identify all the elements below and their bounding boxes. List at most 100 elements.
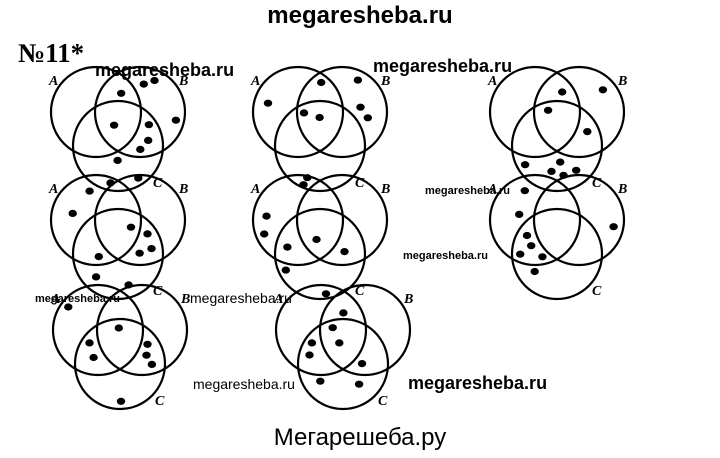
set-circle-a <box>51 283 145 377</box>
element-dot <box>583 128 592 136</box>
element-dot <box>299 181 308 189</box>
element-dot <box>147 245 156 253</box>
element-dot <box>328 324 337 332</box>
set-circle-b <box>95 283 189 377</box>
element-dot <box>340 248 349 256</box>
watermark: megaresheba.ru <box>190 290 292 306</box>
set-label-a: A <box>273 292 283 307</box>
watermark: megaresheba.ru <box>193 376 295 392</box>
element-dot <box>85 339 94 347</box>
set-circle-c <box>510 207 604 301</box>
set-label-b: B <box>180 292 190 307</box>
element-dot <box>520 187 529 195</box>
set-label-c: C <box>153 284 163 299</box>
element-dot <box>283 243 292 251</box>
set-circle-a <box>49 173 143 267</box>
set-label-b: B <box>380 182 390 197</box>
set-label-b: B <box>617 182 627 197</box>
set-circle-a <box>274 283 368 377</box>
watermark: megaresheba.ru <box>408 373 548 393</box>
venn-diagram: A B C <box>250 65 390 193</box>
element-dot <box>354 380 364 388</box>
set-label-c: C <box>153 176 163 191</box>
element-dot <box>114 324 124 332</box>
set-label-c: C <box>378 394 388 409</box>
element-dot <box>572 166 581 174</box>
element-dot <box>116 397 126 405</box>
set-circle-a <box>251 65 345 159</box>
set-label-a: A <box>250 182 260 197</box>
element-dot <box>516 250 525 258</box>
element-dot <box>143 230 152 238</box>
element-dot <box>558 88 567 96</box>
element-dot <box>315 113 324 122</box>
venn-diagram: A B C <box>50 283 190 411</box>
element-dot <box>307 339 317 347</box>
element-dot <box>357 360 367 368</box>
element-dot <box>598 86 608 94</box>
set-label-b: B <box>380 74 390 89</box>
set-label-c: C <box>355 284 365 299</box>
set-circle-c <box>510 99 604 193</box>
element-dot <box>520 161 530 169</box>
element-dot <box>356 103 365 111</box>
element-dot <box>299 109 309 117</box>
header-site-name: megaresheba.ru <box>267 2 453 29</box>
element-dot <box>353 76 363 84</box>
set-circle-a <box>251 173 345 267</box>
footer-site-name: Мегарешеба.ру <box>273 424 447 451</box>
set-circle-b <box>318 283 412 377</box>
set-label-a: A <box>48 74 58 89</box>
watermark: megaresheba.ru <box>35 293 120 305</box>
set-circle-b <box>532 173 626 267</box>
element-dot <box>339 309 348 317</box>
set-circle-a <box>49 65 143 159</box>
element-dot <box>609 223 618 231</box>
set-circle-b <box>295 173 389 267</box>
element-dot <box>530 267 539 276</box>
element-dot <box>515 210 524 218</box>
element-dot <box>262 212 271 220</box>
element-dot <box>126 223 136 231</box>
element-dot <box>89 353 98 362</box>
element-dot <box>68 209 77 217</box>
element-dot <box>263 99 273 107</box>
watermark: megaresheba.ru <box>95 60 235 80</box>
venn-diagram: A B C <box>487 173 627 301</box>
element-dot <box>136 145 145 153</box>
set-label-a: A <box>487 74 497 89</box>
element-dot <box>522 231 532 240</box>
venn-diagram: A B C <box>273 283 413 411</box>
set-circle-b <box>93 65 187 159</box>
set-label-c: C <box>355 176 365 191</box>
element-dot <box>363 114 372 122</box>
element-dot <box>312 235 321 244</box>
element-dot <box>85 187 94 195</box>
set-label-a: A <box>487 182 497 197</box>
set-label-a: A <box>250 74 260 89</box>
element-dot <box>321 290 331 298</box>
watermark: megaresheba.ru <box>425 185 510 197</box>
element-dot <box>109 121 119 129</box>
element-dot <box>144 121 154 129</box>
element-dot <box>281 266 290 274</box>
element-dot <box>143 340 152 348</box>
set-circle-c <box>296 317 390 411</box>
element-dot <box>547 167 556 175</box>
element-dot <box>147 360 157 368</box>
set-label-b: B <box>403 292 413 307</box>
set-label-c: C <box>592 284 602 299</box>
element-dot <box>144 136 153 144</box>
element-dot <box>556 158 565 166</box>
element-dot <box>317 78 326 87</box>
set-circle-c <box>273 99 367 193</box>
task-number: №11* <box>18 38 85 68</box>
element-dot <box>139 80 148 88</box>
set-label-a: A <box>50 292 60 307</box>
set-circle-c <box>71 207 165 301</box>
element-dot <box>94 253 104 261</box>
